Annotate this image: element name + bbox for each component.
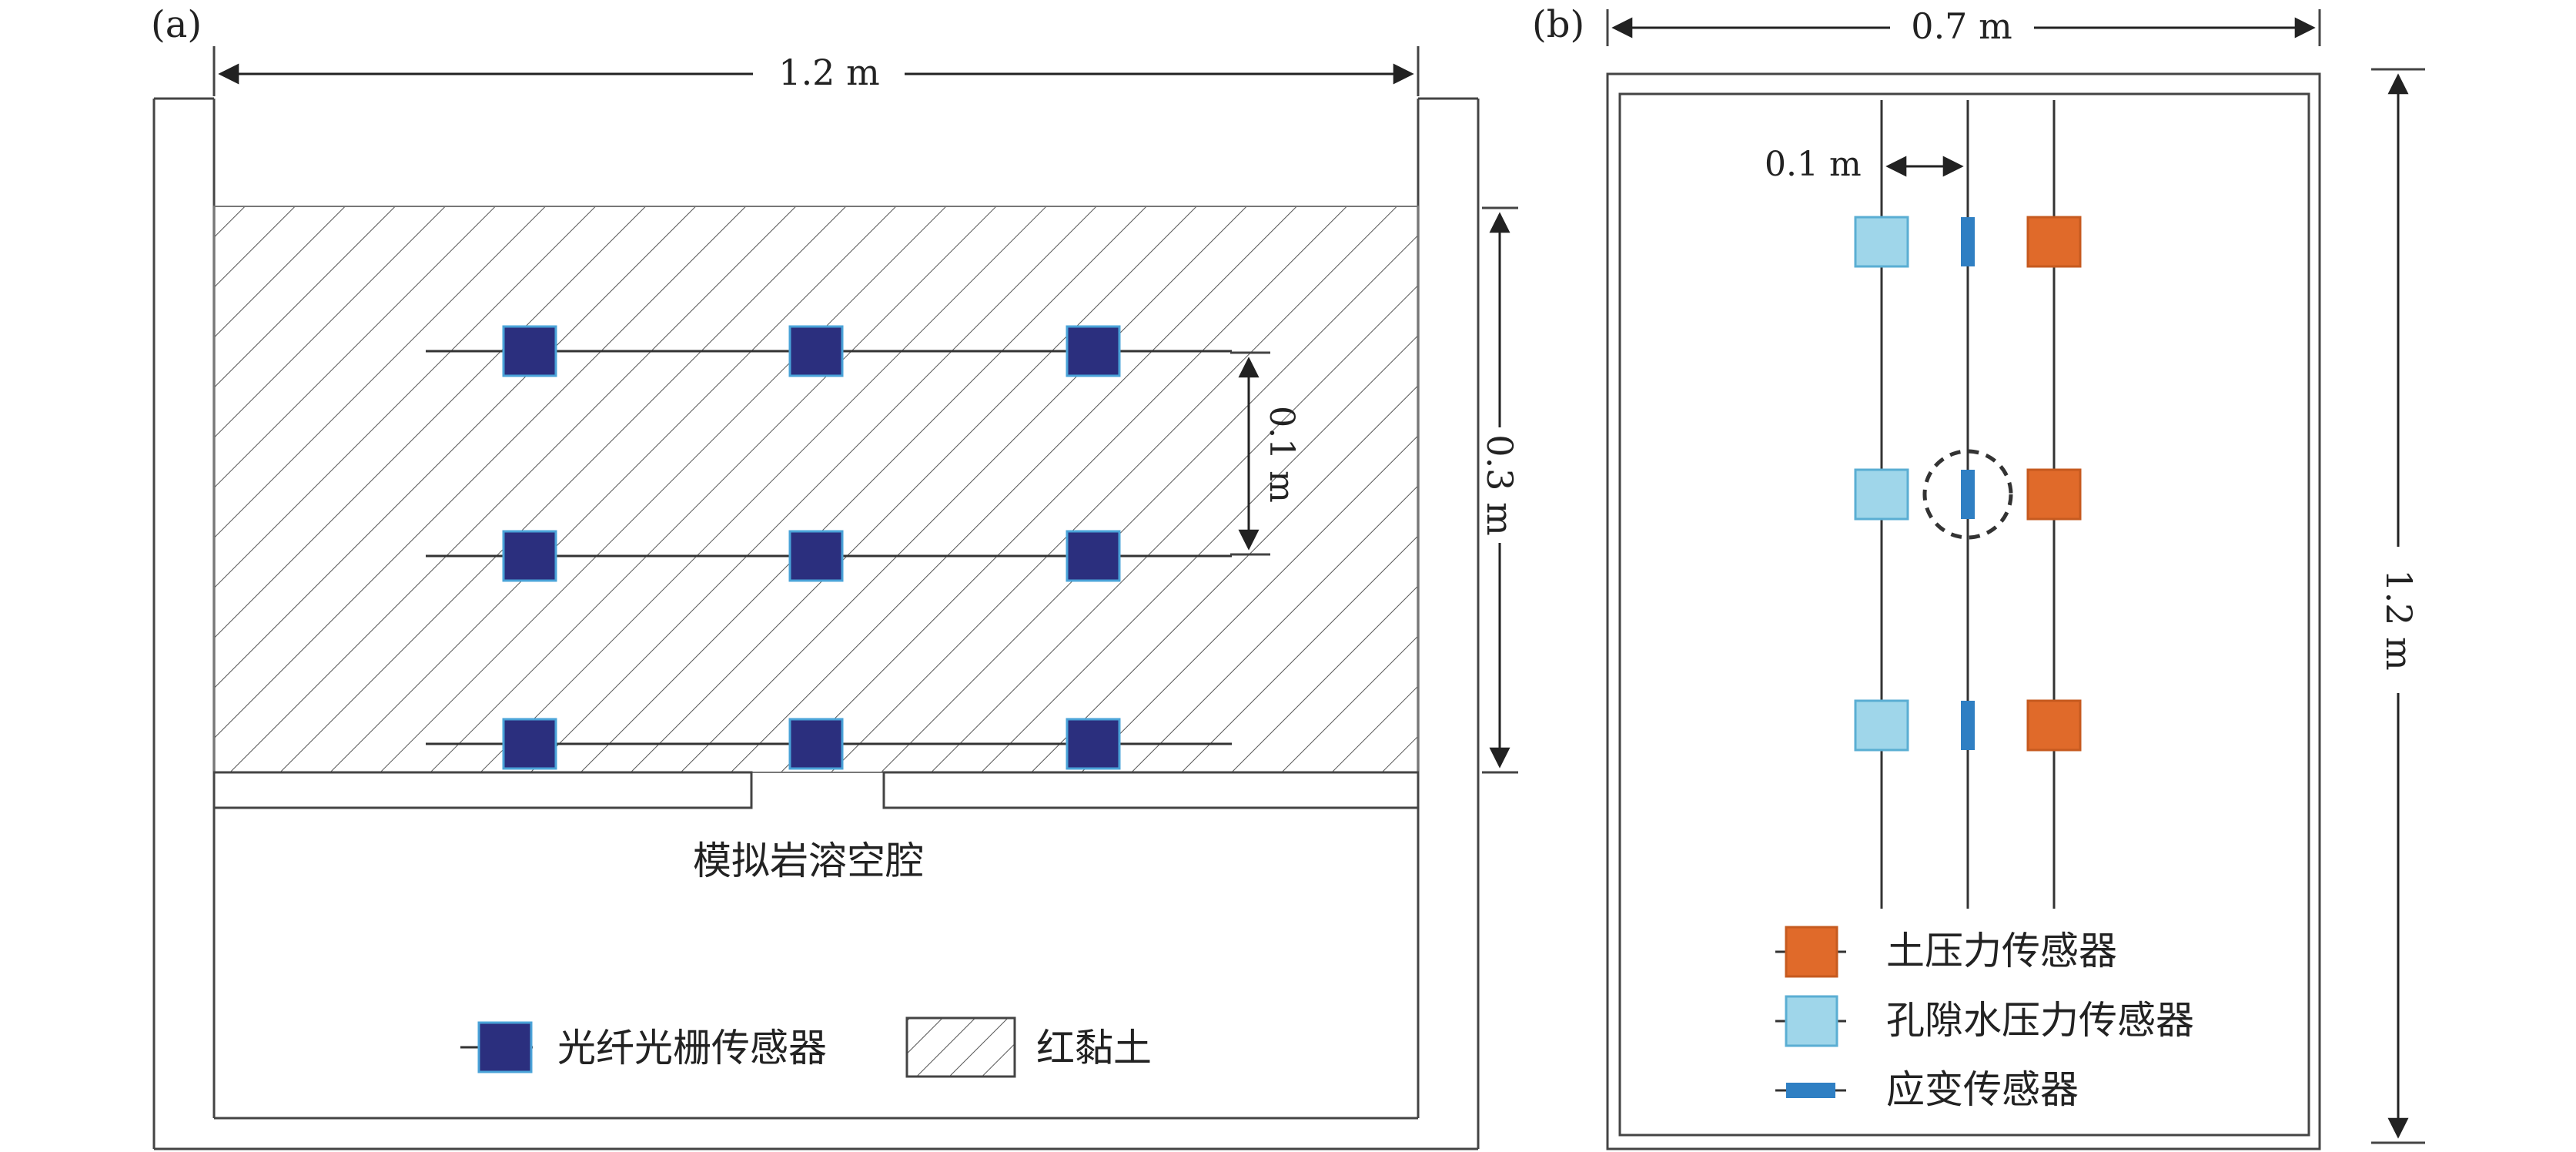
pore-water-sensor (1854, 468, 1909, 521)
strain-sensor (1961, 217, 1975, 266)
strain-sensor (1961, 470, 1975, 519)
legend-b: 土压力传感器 孔隙水压力传感器 应变传感器 (1775, 926, 2194, 1112)
spacing-dim-label-b: 0.1 m (1765, 145, 1862, 184)
panel-b-label: (b) (1532, 3, 1584, 46)
legend-a: 光纤光栅传感器 红黏土 (460, 1016, 1152, 1078)
highlight-circle (1922, 449, 2013, 540)
width-dim-label-a: 1.2 m (778, 52, 879, 93)
fbg-sensor (1066, 718, 1121, 770)
pore-water-sensor (1854, 216, 1909, 268)
panel-a-label: (a) (151, 3, 202, 46)
strain-sensor (1961, 701, 1975, 750)
earth-pressure-sensors (2026, 216, 2082, 752)
width-dimension-b: 0.7 m (1606, 5, 2321, 47)
earth-pressure-legend-swatch (1785, 926, 1838, 978)
width-dimension-a: 1.2 m (212, 46, 1420, 96)
fbg-sensor (788, 530, 844, 582)
strain-legend-label: 应变传感器 (1886, 1067, 2079, 1112)
earth-pressure-legend-label: 土压力传感器 (1886, 929, 2117, 973)
fbg-sensor (502, 530, 557, 582)
red-clay-layer (213, 206, 1419, 773)
height-dimension-b: 1.2 m (2371, 68, 2425, 1144)
fbg-sensor (502, 718, 557, 770)
cavity-slabs (212, 771, 1420, 809)
earth-pressure-sensor (2026, 468, 2082, 521)
fbg-legend-label: 光纤光栅传感器 (557, 1026, 827, 1070)
width-dim-label-b: 0.7 m (1911, 5, 2012, 47)
cavity-label: 模拟岩溶空腔 (693, 839, 924, 883)
height-dim-label-b: 1.2 m (2378, 569, 2420, 670)
strain-sensors (1961, 217, 1975, 750)
fbg-sensor (502, 325, 557, 377)
pore-water-legend-swatch (1785, 995, 1838, 1047)
red-clay-legend-swatch (905, 1016, 1016, 1078)
earth-pressure-sensor (2026, 699, 2082, 752)
height-dim-label-a: 0.3 m (1479, 434, 1521, 535)
plan-frame-inner (1618, 92, 2310, 1137)
spacing-dimension-b: 0.1 m (1765, 145, 1964, 184)
fbg-sensor (788, 325, 844, 377)
height-dimension-a: 0.3 m (1479, 206, 1521, 774)
earth-pressure-sensor (2026, 216, 2082, 268)
plan-frame-outer (1606, 72, 2321, 1150)
strain-legend-swatch (1786, 1083, 1835, 1098)
fbg-sensor (1066, 325, 1121, 377)
pore-water-sensor (1854, 699, 1909, 752)
panel-b: (b) 0.7 m 1.2 m 0.1 m (1532, 3, 2425, 1150)
spacing-dim-label-a: 0.1 m (1262, 406, 1301, 503)
panel-a: (a) 1.2 m 模拟岩溶空腔 (151, 3, 1521, 1150)
fbg-sensor (1066, 530, 1121, 582)
pore-water-legend-label: 孔隙水压力传感器 (1886, 998, 2194, 1043)
fbg-legend-swatch (477, 1021, 533, 1073)
fbg-sensor (788, 718, 844, 770)
red-clay-legend-label: 红黏土 (1036, 1026, 1152, 1070)
pore-water-sensors (1854, 216, 1909, 752)
spacing-dimension-a: 0.1 m (1230, 351, 1301, 556)
fbg-sensors (502, 325, 1121, 770)
